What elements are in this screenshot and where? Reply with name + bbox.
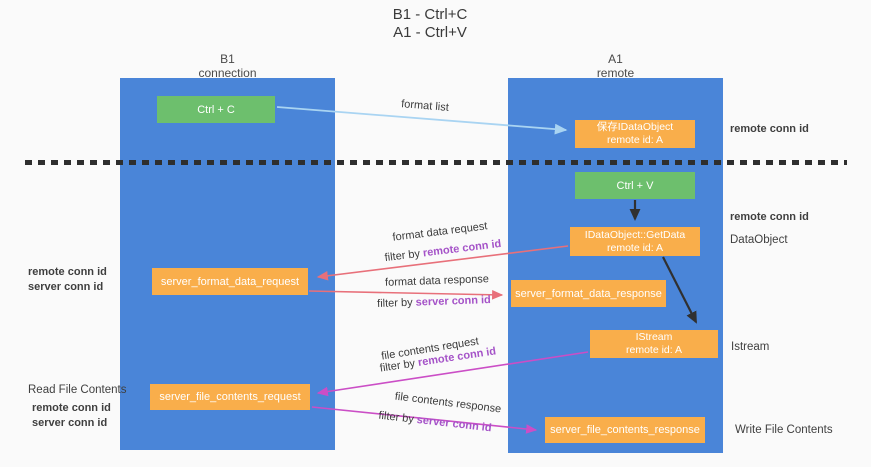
node-ctrl-c: Ctrl + C: [157, 96, 275, 123]
format-response-label: server_format_data_response: [515, 287, 662, 300]
server-conn-id-left-label-1: server conn id: [28, 281, 104, 293]
ctrl-v-label: Ctrl + V: [616, 179, 654, 192]
filter-by-text: filter by: [376, 296, 413, 310]
lane-b1-name: B1: [220, 52, 235, 66]
node-ctrl-v: Ctrl + V: [575, 172, 695, 199]
save-idataobject-line1: 保存IDataObject: [596, 121, 674, 133]
lane-header-b1: B1 connection: [120, 52, 335, 80]
title-line-1: B1 - Ctrl+C: [392, 6, 468, 23]
istream-line2: remote id: A: [625, 344, 683, 356]
ctrl-c-label: Ctrl + C: [197, 103, 235, 116]
node-istream: IStream remote id: A: [590, 330, 718, 358]
server-conn-id-text: server conn id: [415, 294, 492, 309]
remote-conn-id-left-label-2: remote conn id: [32, 402, 111, 414]
session-separator-dashed-line: [25, 160, 847, 165]
format-request-label: server_format_data_request: [160, 275, 300, 288]
format-list-label: format list: [400, 98, 450, 114]
getdata-line2: remote id: A: [606, 241, 664, 254]
lane-header-a1: A1 remote: [508, 52, 723, 80]
server-conn-id-text: server conn id: [416, 413, 493, 435]
read-file-contents-label: Read File Contents: [28, 384, 127, 396]
remote-conn-id-text: remote conn id: [422, 237, 502, 260]
remote-conn-id-left-label-1: remote conn id: [28, 266, 107, 278]
node-idataobject-getdata: IDataObject::GetData remote id: A: [570, 227, 700, 256]
save-idataobject-line2: remote id: A: [606, 134, 664, 146]
remote-conn-id-side-label-mid: remote conn id: [730, 211, 809, 223]
getdata-line1: IDataObject::GetData: [584, 228, 686, 241]
node-save-idataobject: 保存IDataObject remote id: A: [575, 120, 695, 148]
title-line-2: A1 - Ctrl+V: [393, 24, 467, 41]
filter-by-text: filter by: [384, 247, 421, 265]
dataobject-side-label: DataObject: [730, 234, 788, 246]
remote-conn-id-side-label-top: remote conn id: [730, 123, 809, 135]
node-server-format-data-response: server_format_data_response: [511, 280, 666, 307]
format-data-response-label: format data response: [384, 273, 490, 289]
filter-by-text: filter by: [377, 409, 415, 426]
file-response-label: server_file_contents_response: [550, 424, 700, 436]
istream-side-label: Istream: [731, 341, 770, 353]
server-conn-id-left-label-2: server conn id: [32, 417, 108, 429]
istream-line1: IStream: [635, 331, 673, 343]
file-request-label: server_file_contents_request: [159, 391, 301, 403]
node-server-format-data-request: server_format_data_request: [152, 268, 308, 295]
lane-b1-subtitle: connection: [198, 66, 257, 80]
node-server-file-contents-request: server_file_contents_request: [150, 384, 310, 410]
diagram-title: B1 - Ctrl+C A1 - Ctrl+V: [0, 6, 860, 42]
node-server-file-contents-response: server_file_contents_response: [545, 417, 705, 443]
lane-a1-subtitle: remote: [596, 66, 635, 80]
write-file-contents-label: Write File Contents: [735, 424, 833, 436]
lane-a1-name: A1: [608, 52, 623, 66]
file-contents-response-label: file contents response: [394, 390, 502, 416]
